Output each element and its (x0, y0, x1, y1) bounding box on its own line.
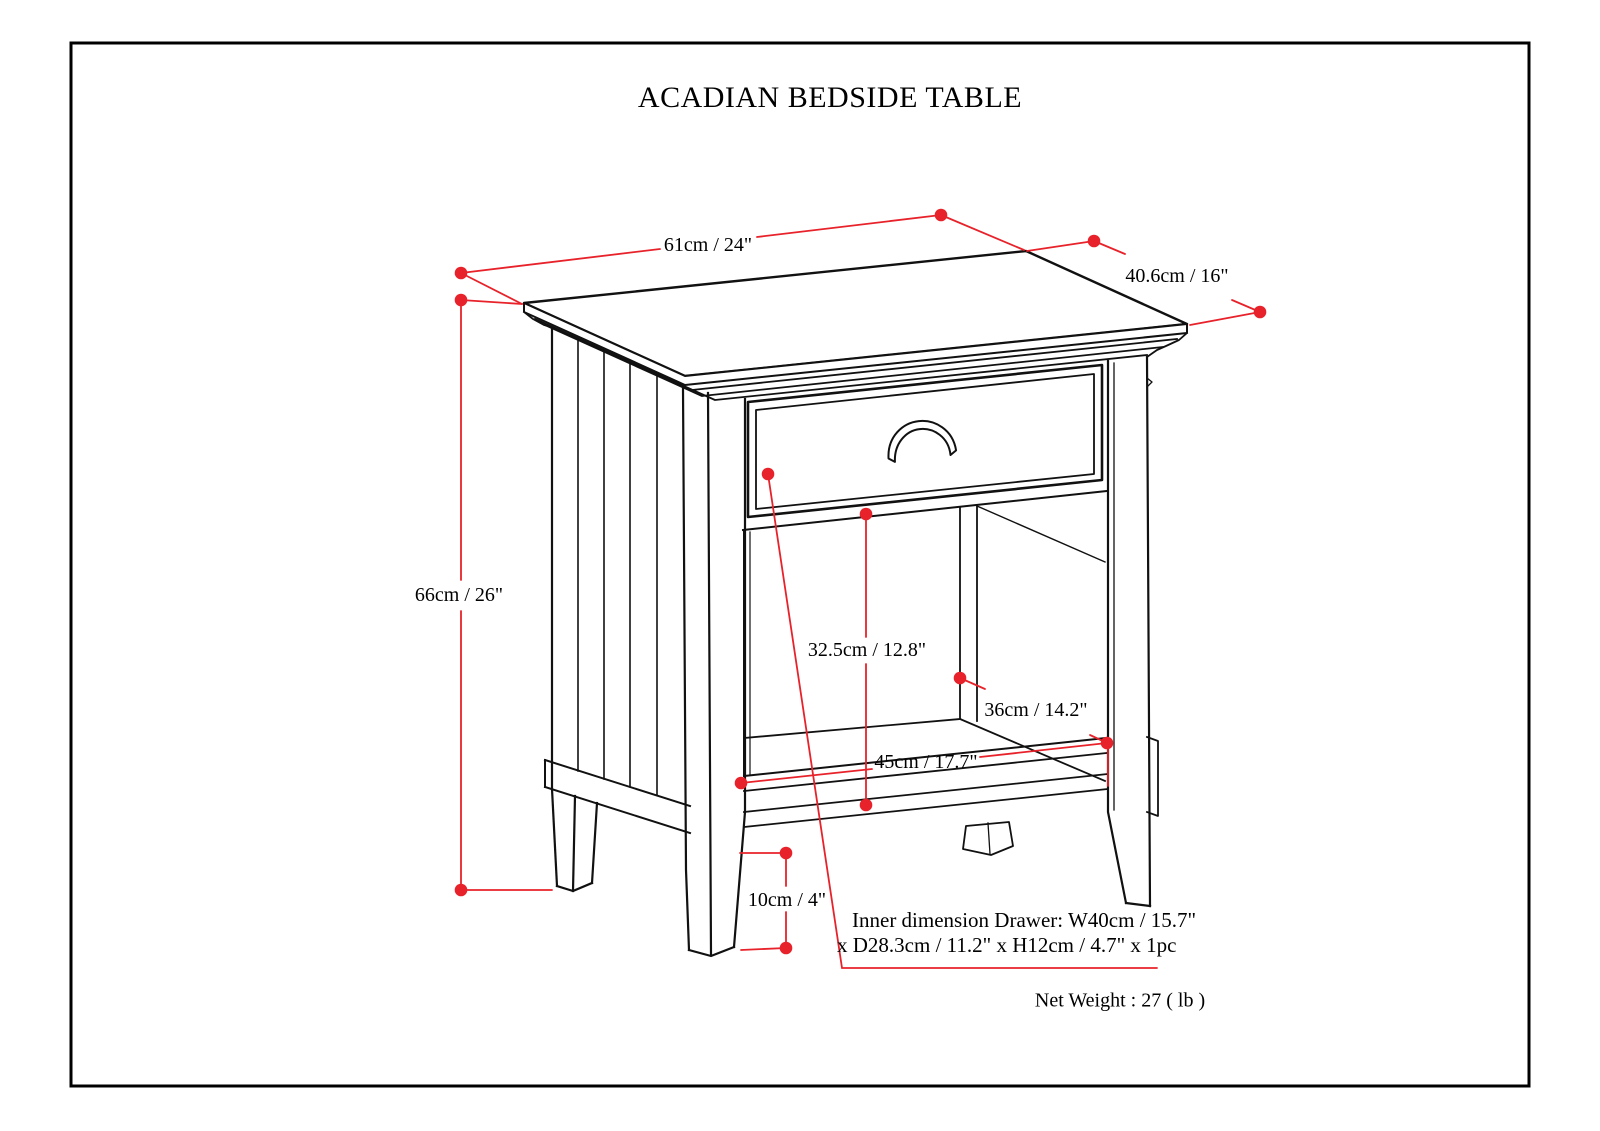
side-slats (577, 337, 658, 796)
back-right-leg-foot (1145, 735, 1159, 817)
dimension-label-opening-height: 32.5cm / 12.8" (807, 639, 927, 661)
front-right-leg (1106, 355, 1153, 908)
note-leader-line (767, 473, 1158, 969)
back-left-leg (550, 325, 599, 893)
front-left-leg (681, 387, 747, 958)
page-border (69, 41, 1531, 1088)
bedside-table-drawing (522, 249, 1189, 958)
diagram-title: ACADIAN BEDSIDE TABLE (637, 81, 1023, 114)
dimension-label-leg-height: 10cm / 4" (747, 889, 827, 911)
dimension-label-top-depth: 40.6cm / 16" (1125, 265, 1229, 287)
side-stretcher (543, 758, 692, 835)
dimension-label-top-width: 61cm / 24" (663, 234, 753, 256)
dimension-label-shelf-width: 45cm / 17.7" (874, 751, 978, 773)
dimension-dots (454, 208, 1267, 955)
drawer-note-line1: Inner dimension Drawer: W40cm / 15.7" (852, 908, 1197, 932)
center-back-foot (962, 821, 1014, 856)
net-weight-note: Net Weight : 27 ( lb ) (1034, 989, 1206, 1012)
drawer (746, 363, 1104, 519)
drawer-note-line2: x D28.3cm / 11.2" x H12cm / 4.7" x 1pc (837, 933, 1177, 957)
drawer-note: Inner dimension Drawer: W40cm / 15.7" x … (837, 908, 1196, 958)
dimension-label-opening-depth: 36cm / 14.2" (984, 699, 1088, 721)
drawer-cup-handle (887, 420, 958, 463)
tabletop (522, 249, 1189, 386)
cornice-molding (522, 310, 1189, 401)
dimension-label-overall-height: 66cm / 26" (414, 584, 504, 606)
